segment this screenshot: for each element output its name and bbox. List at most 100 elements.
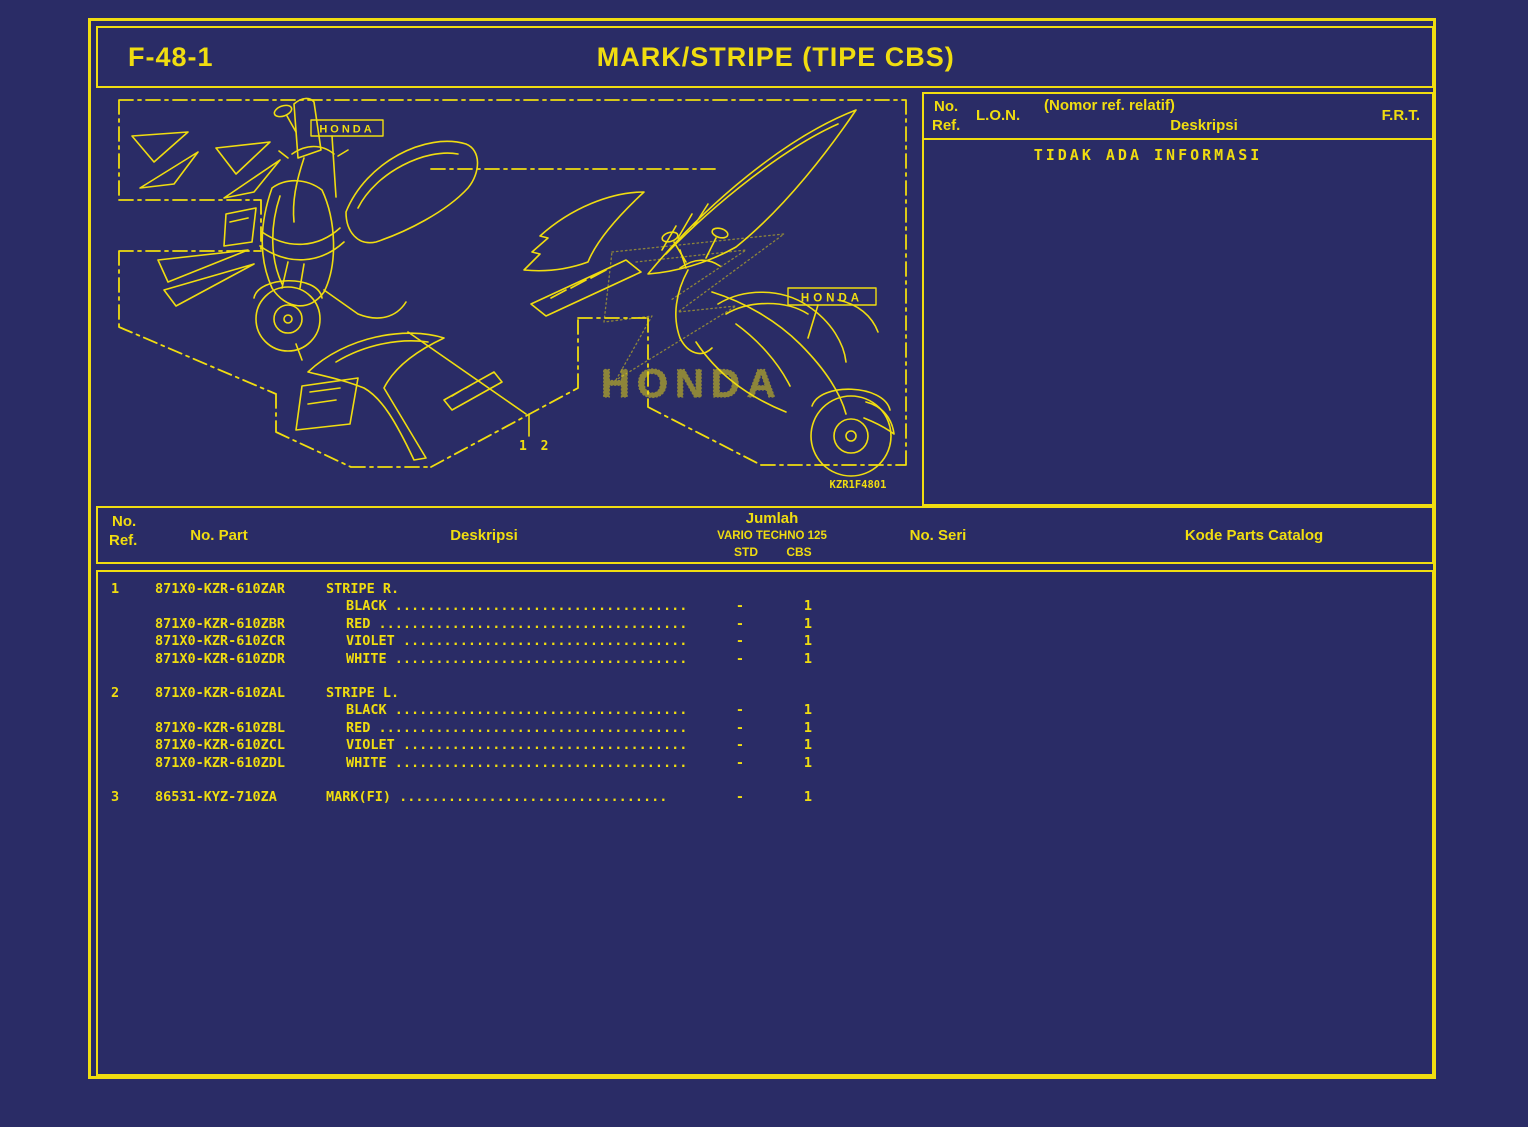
cell-cbs: 1	[803, 633, 813, 650]
cell-ref: 2	[111, 684, 120, 701]
col-ref: Ref.	[109, 532, 138, 549]
cell-desc: STRIPE L.	[326, 684, 400, 701]
table-row: BLACK ..................................…	[98, 598, 1432, 615]
cell-part: 871X0-KZR-610ZDL	[155, 754, 286, 771]
title-bar: F-48-1 MARK/STRIPE (TIPE CBS)	[96, 26, 1434, 88]
cell-desc: BLACK ..................................…	[346, 702, 688, 719]
cell-std: -	[735, 737, 745, 754]
main-frame	[88, 18, 1436, 1079]
cell-ref	[98, 755, 154, 772]
col-part: No. Part	[190, 527, 248, 544]
cell-std: -	[735, 754, 745, 771]
parts-diagram: HONDA	[96, 92, 920, 505]
cell-cbs: 1	[803, 754, 813, 771]
cell-ref	[98, 720, 154, 737]
table-row: 871X0-KZR-610ZDL WHITE .................…	[98, 755, 1432, 772]
table-row: 871X0-KZR-610ZBL RED ...................…	[98, 720, 1432, 737]
cell-cbs: 1	[803, 737, 813, 754]
col-seri: No. Seri	[909, 527, 967, 544]
cell-ref	[98, 633, 154, 650]
table-row: 2 871X0-KZR-610ZAL STRIPE L.	[98, 685, 1432, 702]
cell-ref	[98, 616, 154, 633]
col-desc: Deskripsi	[450, 527, 518, 544]
cell-std: -	[735, 598, 745, 615]
table-row: 3 86531-KYZ-710ZA MARK(FI) .............…	[98, 789, 1432, 806]
ref-col-ref: Ref.	[932, 117, 961, 134]
callout-leader-line	[407, 331, 530, 437]
honda-decal-right-text: HONDA	[801, 293, 863, 305]
cell-ref: 3	[111, 788, 120, 805]
no-information-message: TIDAK ADA INFORMASI	[1033, 146, 1263, 164]
cell-std: -	[735, 788, 745, 805]
col-model: VARIO TECHNO 125	[717, 530, 827, 542]
page-code: F-48-1	[128, 42, 214, 72]
cell-desc: MARK(FI) ...............................…	[326, 788, 668, 805]
cell-std	[702, 581, 778, 598]
cell-desc: WHITE ..................................…	[346, 650, 688, 667]
table-row: 871X0-KZR-610ZCR VIOLET ................…	[98, 633, 1432, 650]
cell-desc: VIOLET .................................…	[346, 633, 688, 650]
parts-table-body: 1 871X0-KZR-610ZAR STRIPE R. BLACK .....…	[96, 570, 1434, 1076]
cell-part	[154, 598, 326, 615]
scooter-rear-drawing	[661, 227, 895, 477]
ref-col-no: No.	[934, 98, 959, 115]
cell-std: -	[735, 615, 745, 632]
cell-part: 871X0-KZR-610ZAR	[155, 581, 286, 597]
cell-std: -	[735, 633, 745, 650]
cell-cbs: 1	[803, 788, 813, 805]
callout-label: 1 2	[519, 439, 551, 454]
cell-cbs	[778, 685, 838, 702]
cell-desc: STRIPE R.	[326, 581, 400, 597]
table-row: 871X0-KZR-610ZDR WHITE .................…	[98, 651, 1432, 668]
table-row: BLACK ..................................…	[98, 702, 1432, 719]
reference-panel-header: No. Ref. L.O.N. (Nomor ref. relatif) Des…	[924, 94, 1432, 140]
table-row: 871X0-KZR-610ZBR RED ...................…	[98, 616, 1432, 633]
cell-cbs	[778, 581, 838, 598]
cell-part	[154, 702, 326, 719]
drawing-code: KZR1F4801	[830, 479, 887, 491]
cell-part: 871X0-KZR-610ZDR	[155, 650, 286, 667]
cell-ref	[98, 737, 154, 754]
diagram-drawing: HONDA	[118, 97, 907, 491]
honda-decal-left: HONDA	[310, 119, 384, 198]
ref-col-frt: F.R.T.	[1381, 107, 1420, 124]
cell-cbs: 1	[803, 702, 813, 719]
cell-part: 871X0-KZR-610ZCL	[155, 737, 286, 754]
honda-wing-watermark	[603, 233, 785, 381]
col-no: No.	[112, 513, 137, 530]
col-kode: Kode Parts Catalog	[1184, 527, 1324, 544]
cell-std: -	[735, 702, 745, 719]
cell-part: 871X0-KZR-610ZBR	[155, 615, 286, 632]
cell-ref: 1	[111, 581, 120, 597]
cell-part: 871X0-KZR-610ZCR	[155, 633, 286, 650]
table-row: 1 871X0-KZR-610ZAR STRIPE R.	[98, 581, 1432, 598]
ref-col-relative: (Nomor ref. relatif)	[1044, 97, 1175, 114]
cell-ref	[98, 598, 154, 615]
col-std: STD	[734, 545, 758, 559]
cell-desc: WHITE ..................................…	[346, 754, 688, 771]
cell-desc: VIOLET .................................…	[346, 737, 688, 754]
cell-part: 86531-KYZ-710ZA	[155, 788, 277, 805]
cell-cbs: 1	[803, 598, 813, 615]
cell-cbs: 1	[803, 719, 813, 736]
ref-col-lon: L.O.N.	[976, 107, 1021, 124]
cell-ref	[98, 702, 154, 719]
cell-ref	[98, 651, 154, 668]
col-cbs: CBS	[786, 545, 812, 559]
col-jumlah: Jumlah	[745, 510, 799, 527]
cell-std: -	[735, 719, 745, 736]
cell-part: 871X0-KZR-610ZBL	[155, 719, 286, 736]
table-row: 871X0-KZR-610ZCL VIOLET ................…	[98, 737, 1432, 754]
honda-watermark-text: HONDA	[601, 362, 783, 406]
honda-decal-right: HONDA	[787, 287, 877, 339]
cell-cbs: 1	[803, 650, 813, 667]
cell-std: -	[735, 650, 745, 667]
cell-std	[702, 685, 778, 702]
cell-cbs: 1	[803, 615, 813, 632]
ref-col-deskripsi: Deskripsi	[1170, 117, 1238, 134]
cell-desc: RED ....................................…	[346, 615, 688, 632]
honda-decal-left-text: HONDA	[319, 124, 374, 136]
scooter-front-drawing	[253, 97, 479, 361]
page-title: MARK/STRIPE (TIPE CBS)	[596, 42, 955, 72]
